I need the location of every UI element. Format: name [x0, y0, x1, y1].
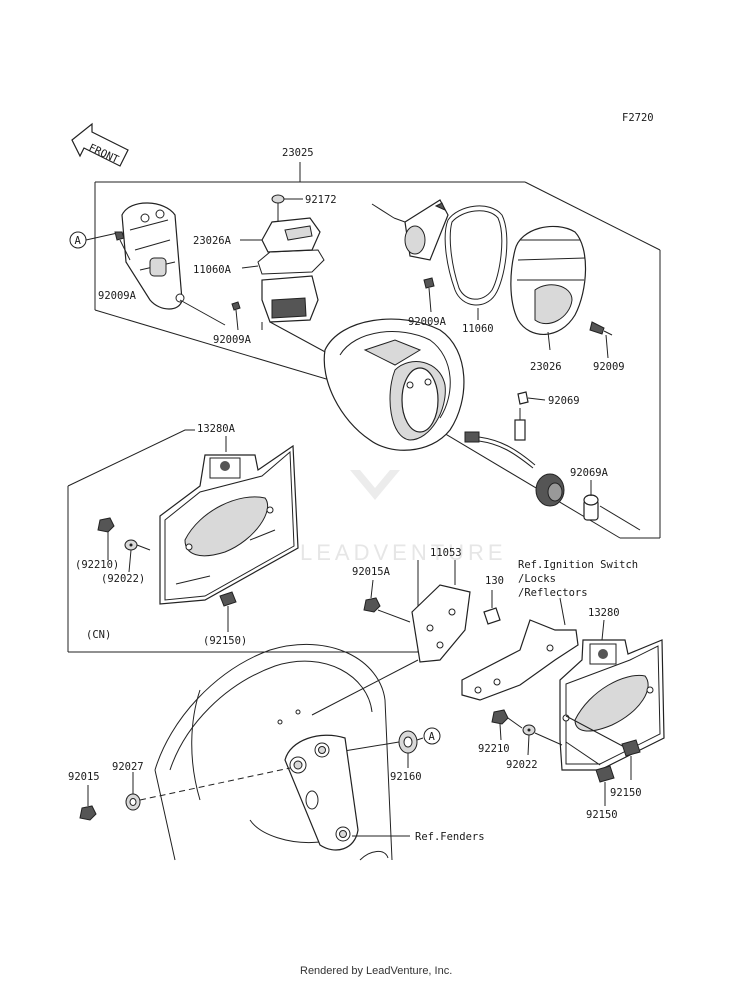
nut-92210 [491, 709, 523, 741]
label-ref-ignition-3: /Reflectors [518, 587, 588, 599]
washer-92027 [125, 772, 141, 811]
label-23025: 23025 [282, 147, 314, 159]
license-bracket-arm [461, 619, 579, 701]
figure-code: F2720 [622, 112, 654, 124]
label-ref-ignition-2: /Locks [518, 573, 556, 585]
label-92009a-right: 92009A [408, 316, 447, 328]
grommet-92160 [319, 730, 424, 768]
label-23026a: 23026A [193, 235, 232, 247]
label-92009a-mid: 92009A [213, 334, 252, 346]
front-arrow-icon: FRONT [71, 122, 129, 167]
washer-92022 [522, 724, 563, 756]
bolt-92009a-right [423, 277, 435, 313]
label-92027: 92027 [112, 761, 144, 773]
nut-92015 [79, 785, 97, 821]
bolt-92150-b [595, 765, 615, 806]
mount-bracket [121, 202, 226, 326]
label-23026: 23026 [530, 361, 562, 373]
label-92150-a: 92150 [610, 787, 642, 799]
label-92015: 92015 [68, 771, 100, 783]
bolt-92009a-mid [231, 301, 241, 331]
lamp-reflector-bracket [371, 199, 449, 261]
license-light-housing [261, 275, 341, 361]
watermark-text: LEADVENTURE [300, 540, 507, 565]
label-92069a: 92069A [570, 467, 609, 479]
tail-light-lens [510, 225, 587, 351]
bulb-92069a [583, 480, 641, 531]
lens-gasket-11060 [444, 205, 508, 320]
label-92009: 92009 [593, 361, 625, 373]
bolt-92150-cn [219, 591, 237, 632]
ref-circle-a-left: A [69, 231, 123, 249]
ref-circle-a-right: A [423, 727, 441, 745]
license-plate-bracket-cn [159, 444, 299, 605]
rear-fender [154, 643, 410, 861]
screw-92009 [589, 321, 613, 359]
wiring-harness [464, 408, 536, 469]
bolt-92009a-left [114, 231, 131, 261]
label-92015a: 92015A [352, 566, 391, 578]
bolt-92150-a [621, 739, 641, 780]
label-ref-ignition-1: Ref.Ignition Switch [518, 559, 638, 571]
label-130: 130 [485, 575, 504, 587]
nut-92015a [363, 579, 411, 623]
label-92210: 92210 [478, 743, 510, 755]
label-92009a-left: 92009A [98, 290, 137, 302]
label-92022-cn: (92022) [101, 573, 145, 585]
watermark: LEADVENTURE [300, 470, 507, 565]
license-light-cover [240, 217, 321, 253]
label-92150-b: 92150 [586, 809, 618, 821]
washer-92022-cn [124, 539, 151, 573]
label-13280a: 13280A [197, 423, 236, 435]
cn-variant-box [67, 429, 419, 653]
label-13280: 13280 [588, 607, 620, 619]
gasket-11060a [241, 249, 325, 275]
clip-92069 [517, 391, 546, 405]
svg-text:A: A [75, 235, 82, 247]
bracket-11053 [311, 560, 471, 716]
bolt-130 [483, 590, 501, 625]
bulb-socket [535, 473, 565, 507]
label-92022: 92022 [506, 759, 538, 771]
label-92160: 92160 [390, 771, 422, 783]
label-11060a: 11060A [193, 264, 232, 276]
tail-light-base [323, 318, 465, 451]
label-cn: (CN) [86, 629, 111, 641]
label-92172: 92172 [305, 194, 337, 206]
svg-text:A: A [429, 731, 436, 743]
label-92069: 92069 [548, 395, 580, 407]
nut-92210-cn [97, 517, 115, 560]
label-11060: 11060 [462, 323, 494, 335]
label-11053: 11053 [430, 547, 462, 559]
label-92150-cn: (92150) [203, 635, 247, 647]
label-92210-cn: (92210) [75, 559, 119, 571]
label-ref-fenders: Ref.Fenders [415, 831, 485, 843]
footer-credit: Rendered by LeadVenture, Inc. [300, 965, 452, 977]
license-plate-bracket [559, 639, 665, 771]
